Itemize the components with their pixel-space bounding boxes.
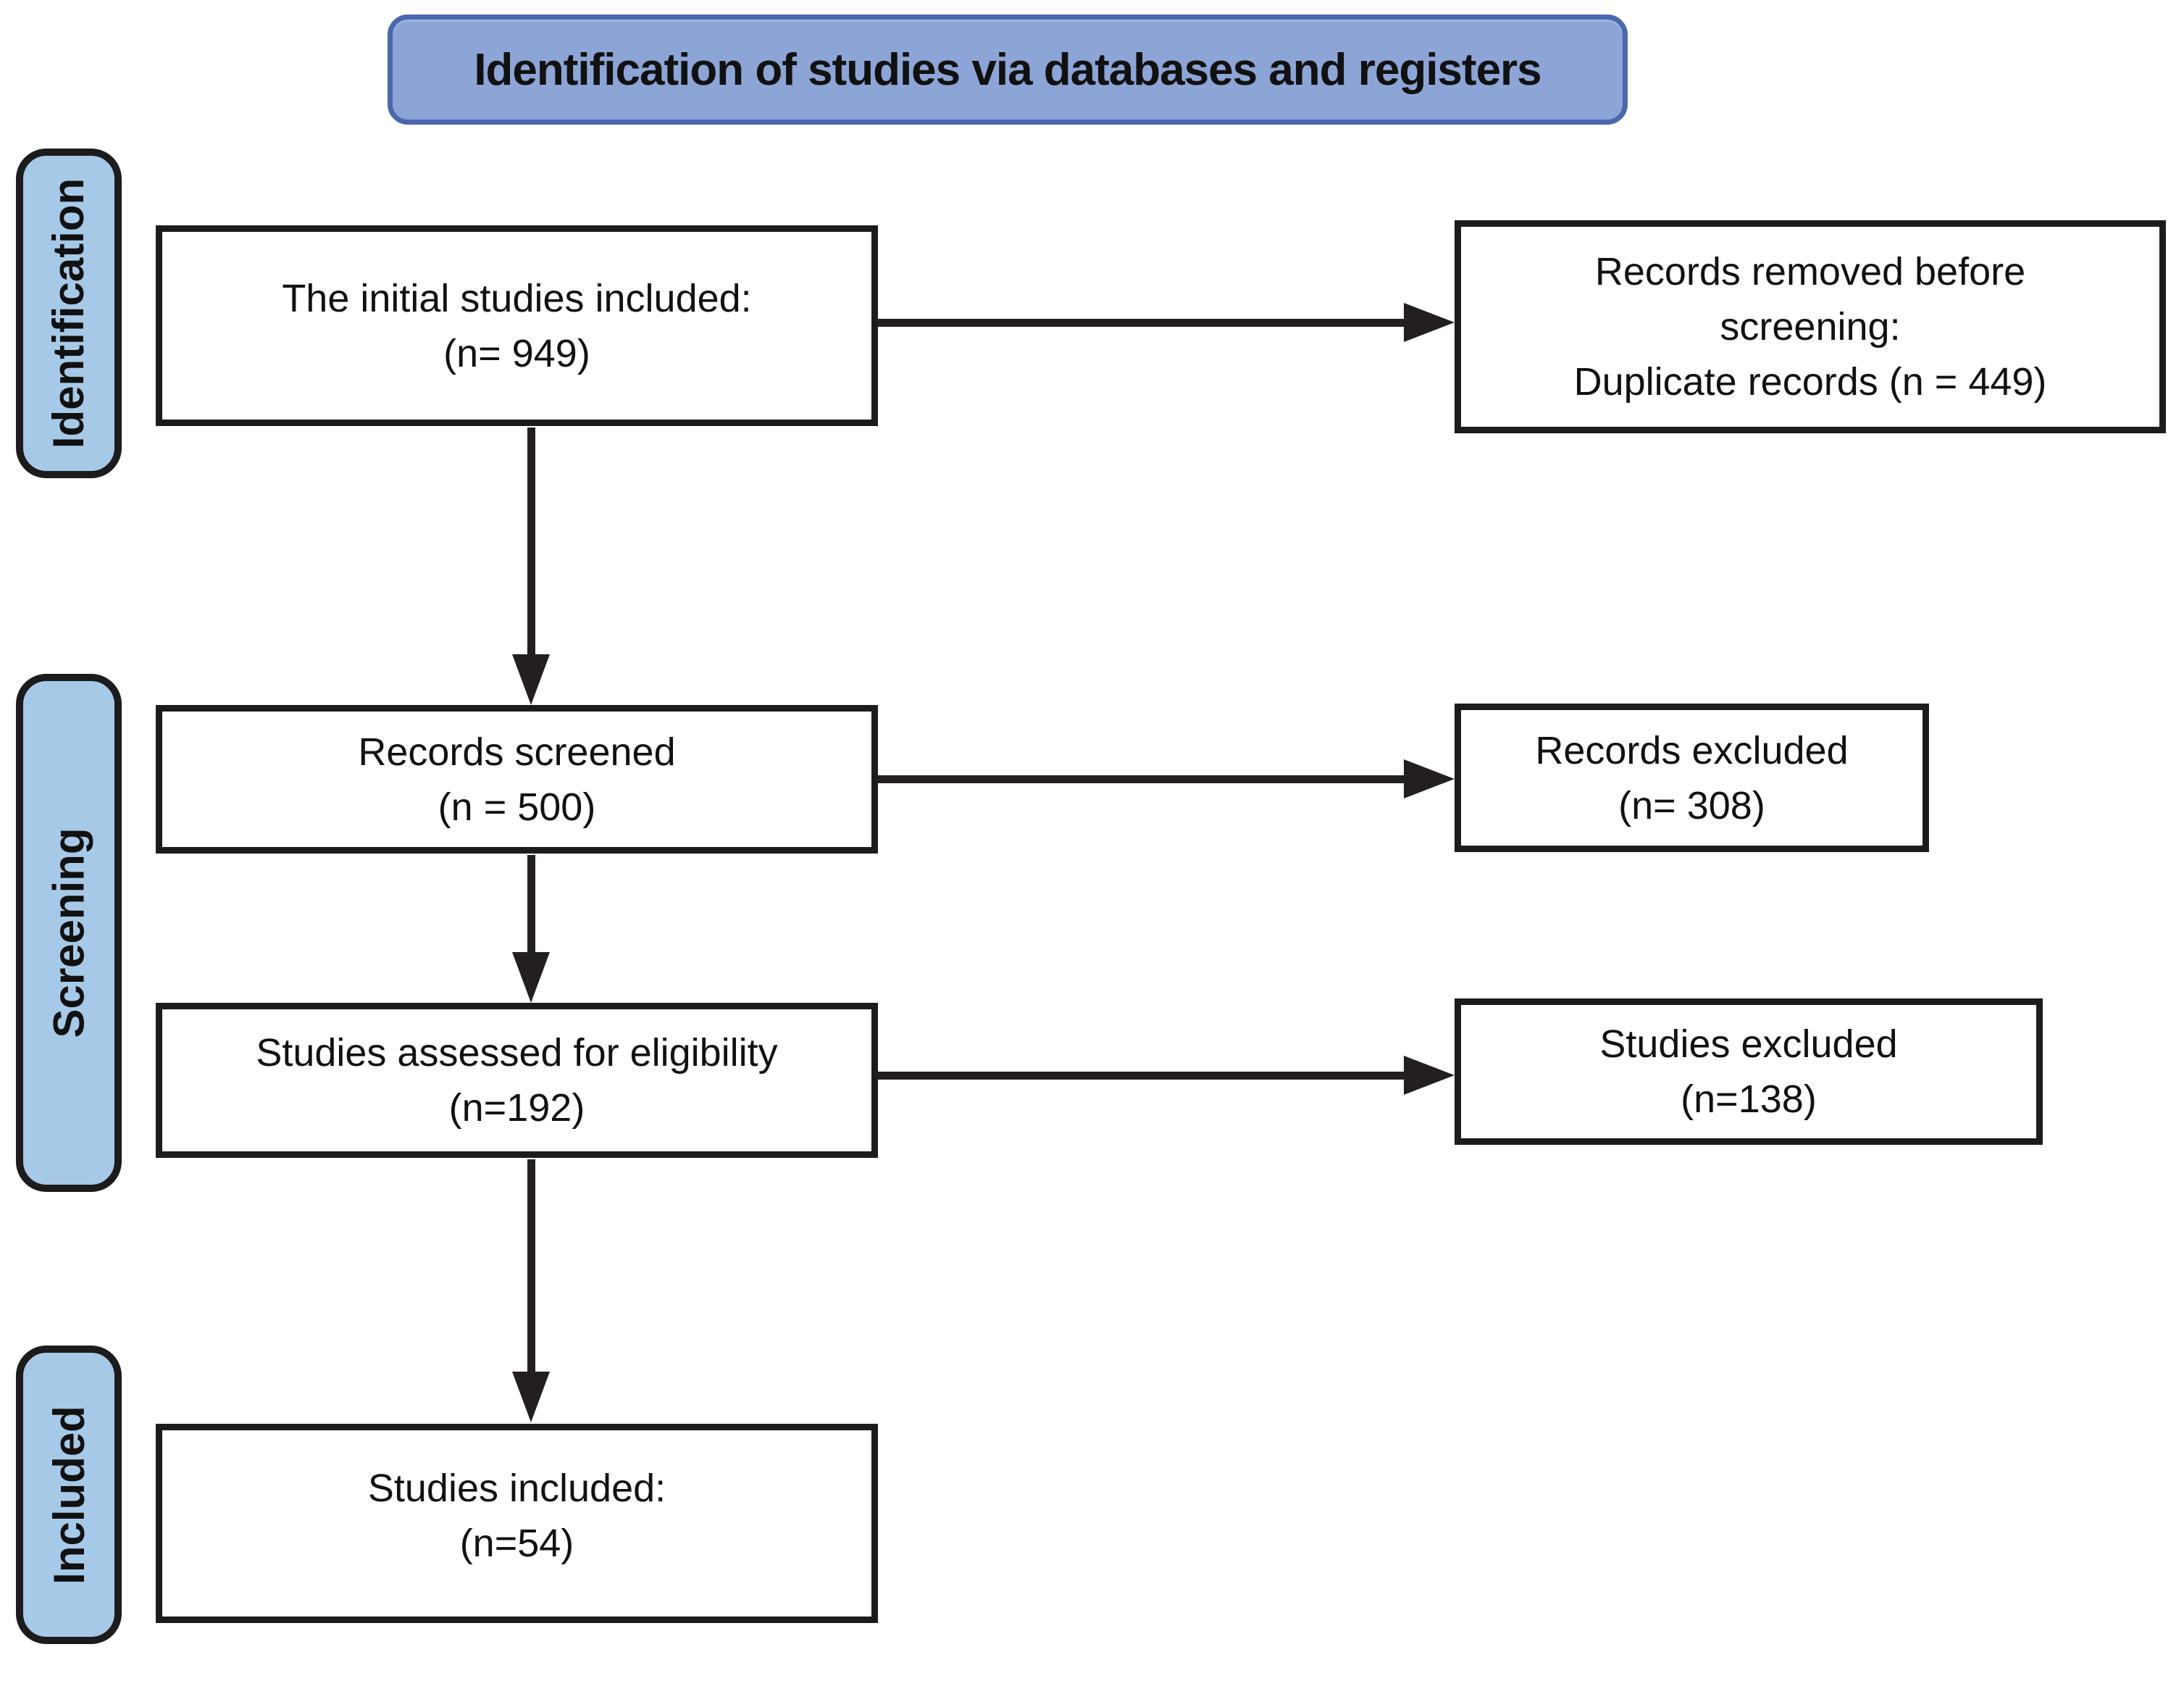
box-records-excluded: Records excluded (n= 308): [1455, 704, 1929, 852]
arrow-assessed-to-excluded-head-icon: [1404, 1056, 1455, 1095]
arrow-assessed-to-included-line: [527, 1159, 535, 1373]
stage-label-included-text: Included: [44, 1405, 93, 1585]
stage-label-included: Included: [16, 1346, 122, 1644]
box-records-screened: Records screened (n = 500): [156, 705, 878, 854]
box-studies-excluded-line1: Studies excluded: [1599, 1022, 1898, 1066]
box-records-removed-count: Duplicate records (n = 449): [1573, 360, 2047, 404]
box-studies-included-line1: Studies included:: [367, 1467, 666, 1510]
stage-label-screening-text: Screening: [44, 827, 93, 1038]
stage-label-identification: Identification: [16, 149, 122, 478]
box-records-screened-count: (n = 500): [438, 785, 596, 829]
arrow-assessed-to-included-head-icon: [512, 1372, 550, 1422]
arrow-initial-to-screened-head-icon: [512, 654, 550, 705]
arrow-initial-to-removed-head-icon: [1404, 303, 1455, 342]
header-title: Identification of studies via databases …: [474, 44, 1541, 95]
box-studies-assessed-count: (n=192): [448, 1086, 585, 1130]
box-initial-studies-count: (n= 949): [443, 331, 590, 375]
box-studies-included: Studies included: (n=54): [156, 1424, 878, 1623]
box-studies-included-count: (n=54): [459, 1522, 574, 1565]
box-records-removed-line1: Records removed before: [1594, 250, 2026, 293]
stage-label-screening: Screening: [16, 674, 122, 1192]
box-initial-studies: The initial studies included: (n= 949): [156, 225, 878, 426]
box-initial-studies-line1: The initial studies included:: [282, 276, 752, 320]
box-studies-assessed-line1: Studies assessed for eligibility: [256, 1031, 778, 1075]
arrow-initial-to-removed-line: [876, 319, 1405, 327]
box-records-removed-line2: screening:: [1720, 305, 1901, 349]
arrow-screened-to-assessed-line: [527, 855, 535, 954]
box-records-excluded-line1: Records excluded: [1535, 728, 1849, 772]
arrow-screened-to-excluded-head-icon: [1404, 759, 1455, 798]
box-studies-assessed: Studies assessed for eligibility (n=192): [156, 1003, 878, 1158]
box-studies-excluded-count: (n=138): [1681, 1077, 1817, 1121]
arrow-screened-to-excluded-line: [876, 775, 1405, 783]
box-records-screened-line1: Records screened: [358, 730, 676, 774]
box-studies-excluded: Studies excluded (n=138): [1455, 998, 2043, 1145]
box-records-removed: Records removed before screening: Duplic…: [1455, 220, 2166, 433]
arrow-initial-to-screened-line: [527, 427, 535, 656]
box-records-excluded-count: (n= 308): [1618, 783, 1765, 827]
arrow-screened-to-assessed-head-icon: [512, 952, 550, 1003]
header-banner: Identification of studies via databases …: [388, 14, 1628, 125]
stage-label-identification-text: Identification: [44, 178, 93, 449]
arrow-assessed-to-excluded-line: [876, 1072, 1405, 1080]
